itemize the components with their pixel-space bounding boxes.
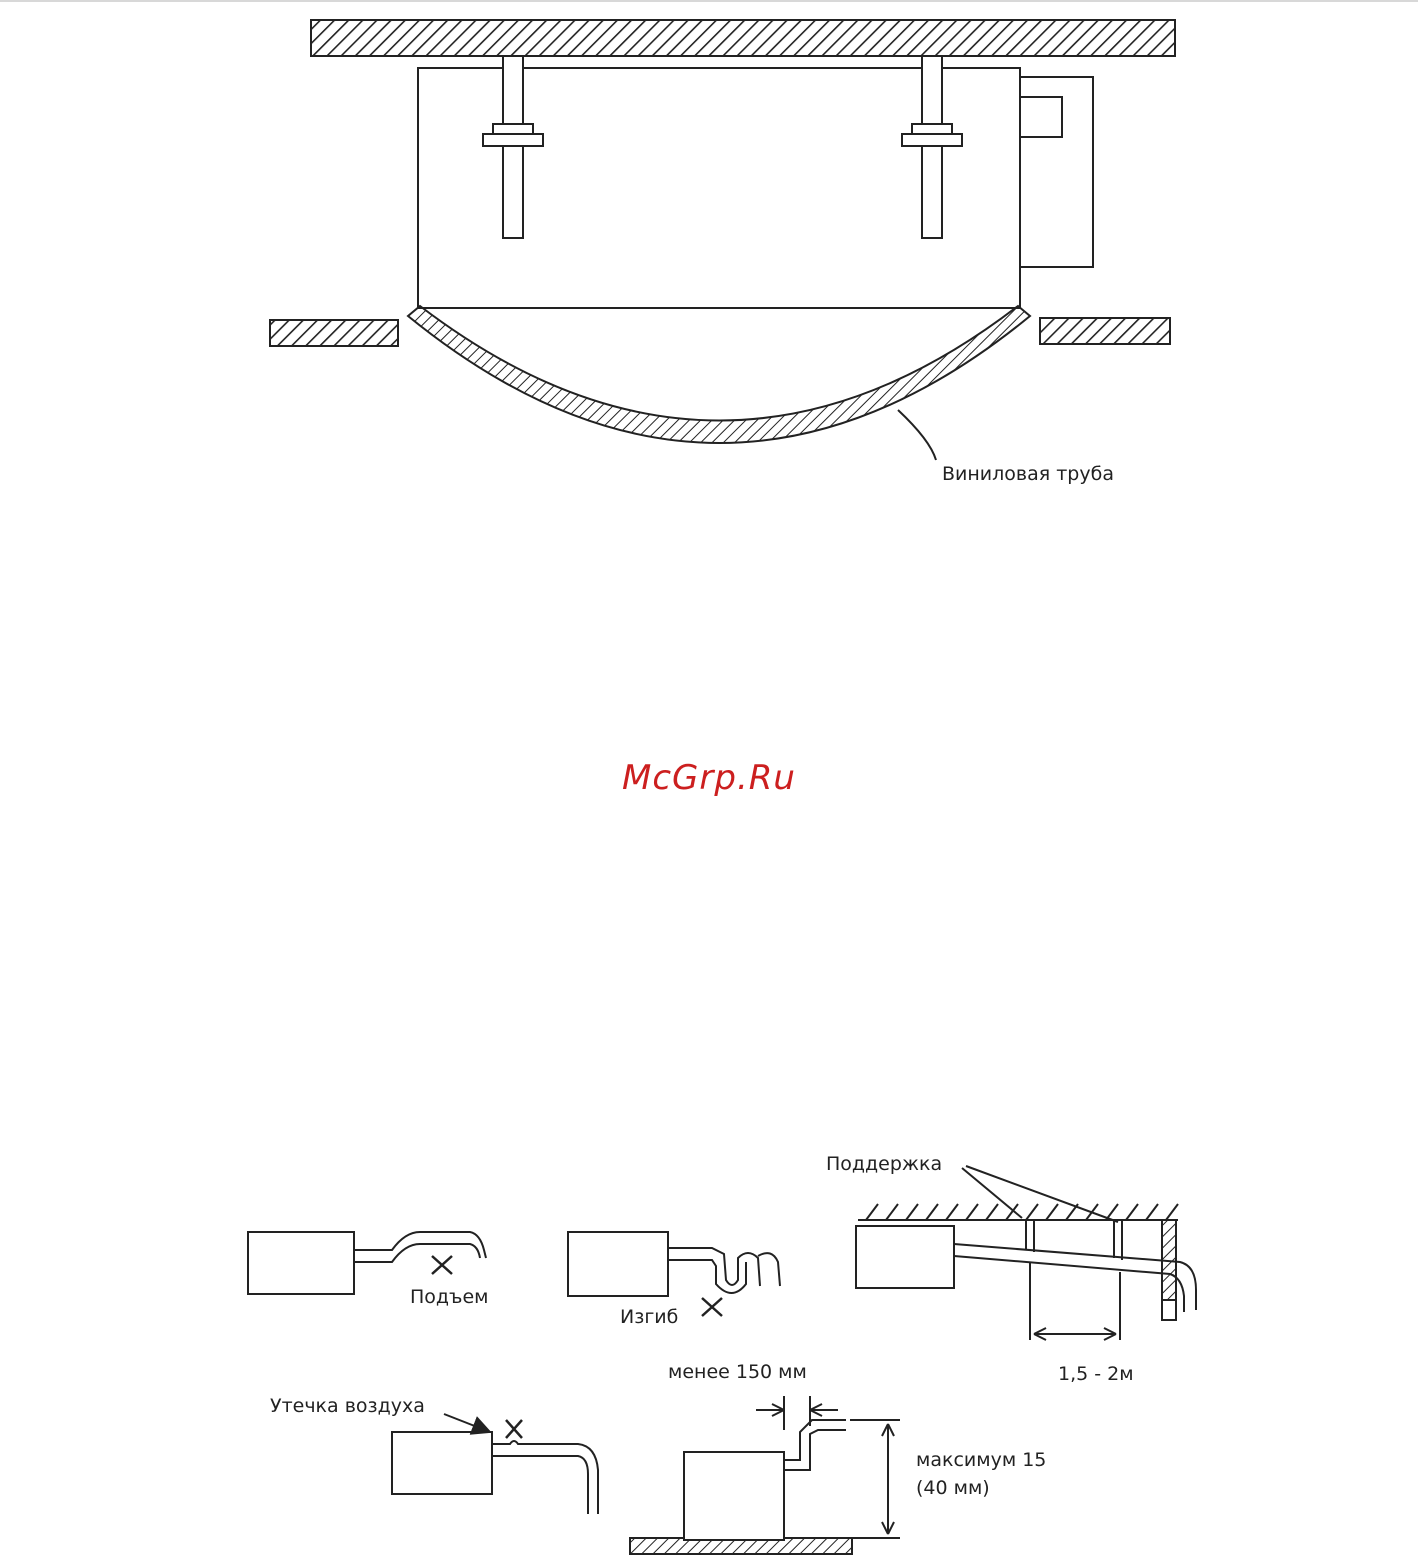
less-than-label: менее 150 мм	[668, 1361, 807, 1383]
dim-max-ext	[850, 1420, 900, 1538]
max-label-line1: максимум 15	[916, 1449, 1046, 1471]
unit-support	[856, 1226, 954, 1288]
support-label: Поддержка	[826, 1153, 942, 1175]
false-ceiling-left	[270, 320, 398, 346]
air-leak-label: Утечка воздуха	[270, 1395, 425, 1417]
pipe-max	[784, 1420, 846, 1470]
unit-rise	[248, 1232, 354, 1294]
bottom-figures	[248, 1166, 1196, 1554]
pipe-air-leak	[492, 1441, 598, 1514]
washer-left	[483, 134, 543, 146]
vinyl-pipe-label: Виниловая труба	[942, 463, 1114, 485]
x-mark-bend	[702, 1298, 722, 1316]
washer-right	[902, 134, 962, 146]
false-ceiling-right	[1040, 318, 1170, 344]
unit-max	[684, 1452, 784, 1540]
pipe-support	[954, 1244, 1196, 1312]
hanger-1	[1026, 1220, 1034, 1252]
support-leader	[962, 1166, 1118, 1222]
top-figure	[270, 20, 1175, 460]
unit-air-leak	[392, 1432, 492, 1494]
vinyl-pipe	[408, 306, 1030, 443]
wall-support-lower	[1162, 1300, 1176, 1320]
spacing-label: 1,5 - 2м	[1058, 1363, 1134, 1385]
rise-label: Подъем	[410, 1286, 489, 1308]
side-box-inner	[1020, 97, 1062, 137]
x-mark-rise	[432, 1256, 452, 1274]
nut-left-top	[493, 124, 533, 134]
unit-bend	[568, 1232, 668, 1296]
nut-right-top	[912, 124, 952, 134]
bend-label: Изгиб	[620, 1306, 678, 1328]
hanger-2	[1114, 1220, 1122, 1260]
air-leak-arrow	[444, 1414, 490, 1432]
x-mark-air-leak	[506, 1420, 522, 1438]
vinyl-pipe-leader	[898, 410, 936, 460]
ceiling-slab	[311, 20, 1175, 56]
watermark: McGrp.Ru	[0, 758, 1418, 798]
max-label-line2: (40 мм)	[916, 1477, 990, 1499]
pipe-bend	[668, 1248, 780, 1293]
